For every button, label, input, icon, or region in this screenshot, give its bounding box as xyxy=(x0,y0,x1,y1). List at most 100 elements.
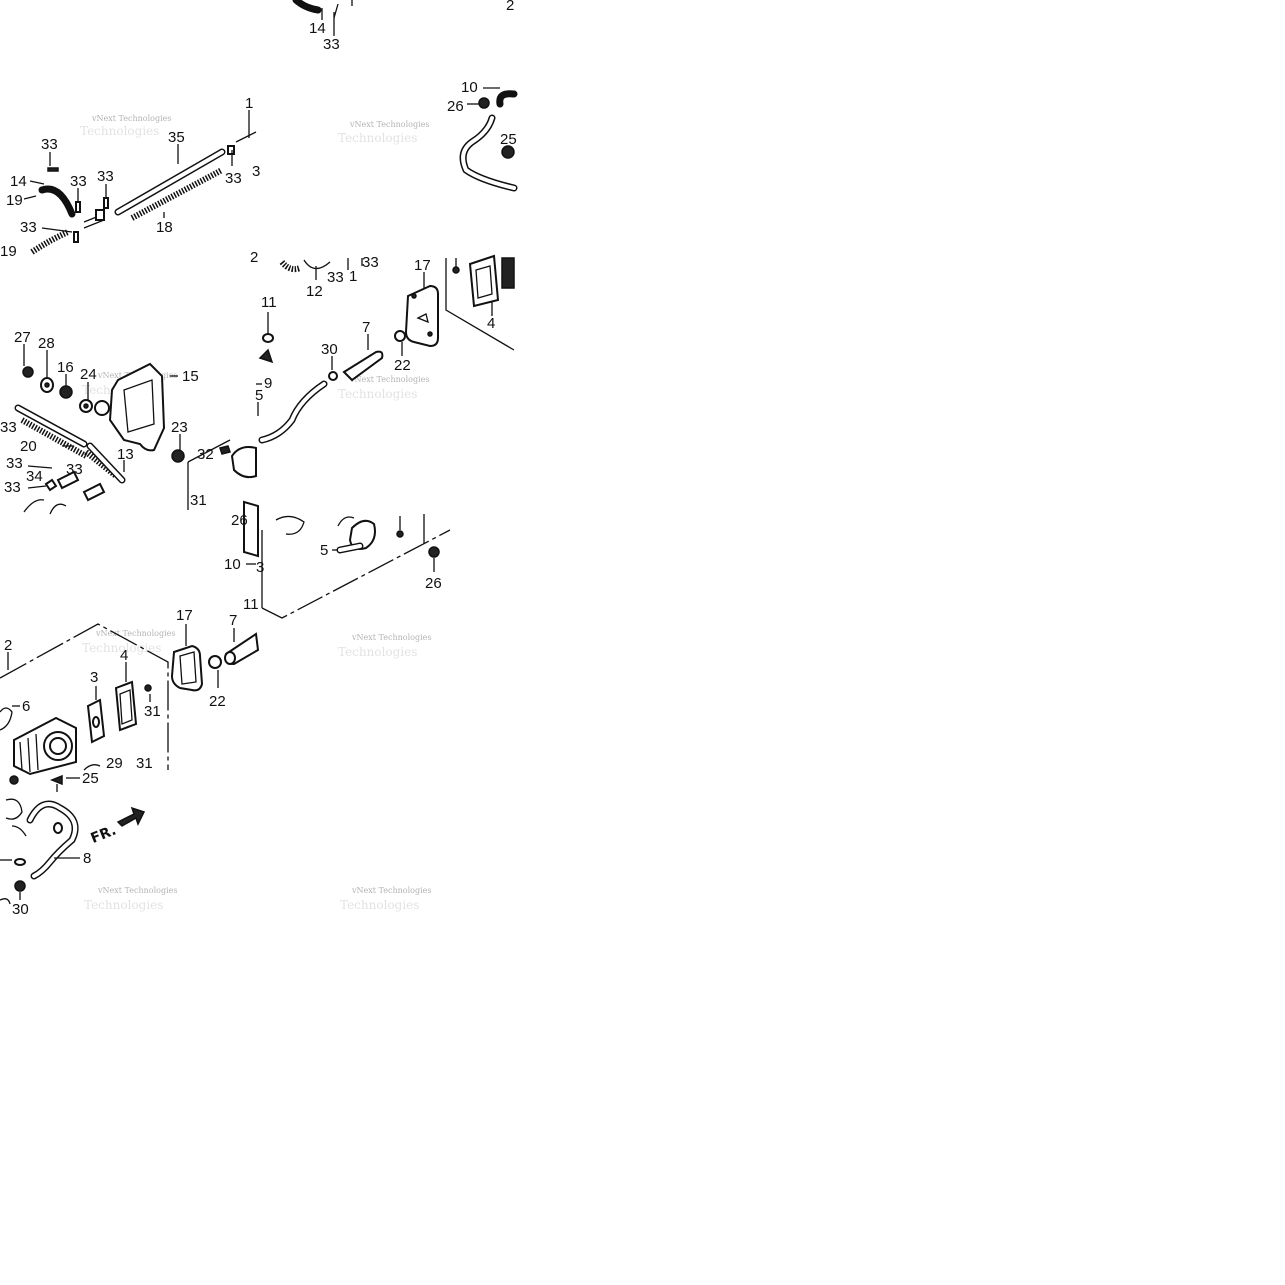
callout-3: 3 xyxy=(90,669,98,686)
callout-10: 10 xyxy=(224,556,241,573)
callout-2: 2 xyxy=(250,249,258,266)
callout-33: 33 xyxy=(97,168,114,185)
callout-28: 28 xyxy=(38,335,55,352)
callout-2: 2 xyxy=(4,637,12,654)
callout-25: 25 xyxy=(500,131,517,148)
callout-2: 2 xyxy=(506,0,514,14)
watermark-bg: Technologies xyxy=(80,124,159,138)
callout-31: 31 xyxy=(144,703,161,720)
tile-bottom-tube: vNext Technologies Technologies vNext Te… xyxy=(0,798,431,918)
gasket-4 xyxy=(468,254,500,308)
callout-30: 30 xyxy=(12,901,29,918)
tile-housing-covers: vNext Technologies Technologies vNext Te… xyxy=(0,596,431,792)
callout-25: 25 xyxy=(82,770,99,787)
callout-10: 10 xyxy=(461,79,478,96)
callout-22: 22 xyxy=(394,357,411,374)
watermark: vNext Technologies xyxy=(351,633,431,642)
callout-12: 12 xyxy=(306,283,323,300)
callout-3: 3 xyxy=(256,559,264,576)
callout-8: 8 xyxy=(83,850,91,867)
watermark: vNext Technologies xyxy=(349,120,429,129)
callout-19: 19 xyxy=(0,243,17,260)
hose-19 xyxy=(38,185,76,218)
bracket-15 xyxy=(108,362,166,452)
callout-35: 35 xyxy=(168,129,185,146)
callout-33: 33 xyxy=(6,455,23,472)
callout-5: 5 xyxy=(255,387,263,404)
callout-18: 18 xyxy=(156,219,173,236)
tile-lever-cover: vNext Technologies Technologies 12 33 1 … xyxy=(230,249,515,479)
watermark-bg: Technologies xyxy=(338,645,417,659)
watermark: vNext Technologies xyxy=(95,629,175,638)
callout-1: 1 xyxy=(245,95,253,112)
callout-7: 7 xyxy=(362,319,370,336)
callout-31: 31 xyxy=(190,492,207,509)
callout-33: 33 xyxy=(20,219,37,236)
watermark-bg: Technologies xyxy=(84,898,163,912)
callout-16: 16 xyxy=(57,359,74,376)
grommet-11 xyxy=(262,333,274,343)
watermark: vNext Technologies xyxy=(97,886,177,895)
callout-6: 6 xyxy=(22,698,30,715)
front-label: FR. xyxy=(88,822,118,847)
callout-33: 33 xyxy=(0,419,17,436)
handle-grip-7 xyxy=(342,350,384,382)
arrow-icon xyxy=(116,806,146,827)
callout-4: 4 xyxy=(487,315,495,332)
callout-24: 24 xyxy=(80,366,97,383)
callout-33: 33 xyxy=(362,254,379,271)
callout-33: 33 xyxy=(327,269,344,286)
callout-15: 15 xyxy=(182,368,199,385)
front-direction-indicator: FR. xyxy=(88,806,146,847)
nut-30 xyxy=(328,371,338,381)
callout-26: 26 xyxy=(231,512,248,529)
callout-26: 26 xyxy=(447,98,464,115)
watermark-bg: Technologies xyxy=(338,131,417,145)
tile-center-box: 5 26 26 10 3 xyxy=(224,500,451,619)
watermark: vNext Technologies xyxy=(349,375,429,384)
callout-19: 19 xyxy=(6,192,23,209)
clip-part xyxy=(333,3,339,19)
callout-17: 17 xyxy=(176,607,193,624)
tile-tube-top: vNext Technologies Technologies 10 26 25 xyxy=(338,79,518,192)
tile-hose-spring: vNext Technologies Technologies 1 xyxy=(0,95,260,260)
callout-14: 14 xyxy=(309,20,326,37)
tile-bracket-springs: vNext Technologies Technologies 15 27 28… xyxy=(0,329,231,515)
callout-20: 20 xyxy=(20,438,37,455)
hose-19-lower xyxy=(30,229,70,255)
callout-27: 27 xyxy=(14,329,31,346)
tile-top-fragment: 14 33 2 xyxy=(292,0,514,53)
spring-20 xyxy=(20,417,88,459)
watermark-bg: Technologies xyxy=(338,387,417,401)
callout-26: 26 xyxy=(425,575,442,592)
callout-17: 17 xyxy=(414,257,431,274)
callout-4: 4 xyxy=(120,647,128,664)
callout-30: 30 xyxy=(321,341,338,358)
nut-30 xyxy=(14,880,26,892)
watermark-bg: Technologies xyxy=(340,898,419,912)
callout-34: 34 xyxy=(26,468,43,485)
callout-7: 7 xyxy=(229,612,237,629)
nut-22 xyxy=(208,655,222,669)
callout-5: 5 xyxy=(320,542,328,559)
nut-16 xyxy=(59,385,73,399)
callout-33: 33 xyxy=(70,173,87,190)
nut-22 xyxy=(394,330,406,342)
watermark: vNext Technologies xyxy=(351,886,431,895)
nut-23 xyxy=(171,449,185,463)
bolt-25 xyxy=(49,774,63,786)
callout-13: 13 xyxy=(117,446,134,463)
callout-22: 22 xyxy=(209,693,226,710)
callout-33: 33 xyxy=(41,136,58,153)
watermark-bg: Technologies xyxy=(82,641,161,655)
callout-33: 33 xyxy=(225,170,242,187)
callout-11: 11 xyxy=(243,596,259,613)
callout-9: 9 xyxy=(264,375,272,392)
callout-23: 23 xyxy=(171,419,188,436)
callout-29: 29 xyxy=(106,755,123,772)
callout-33: 33 xyxy=(66,461,83,478)
clip-32 xyxy=(219,445,231,455)
callout-1: 1 xyxy=(349,268,357,285)
